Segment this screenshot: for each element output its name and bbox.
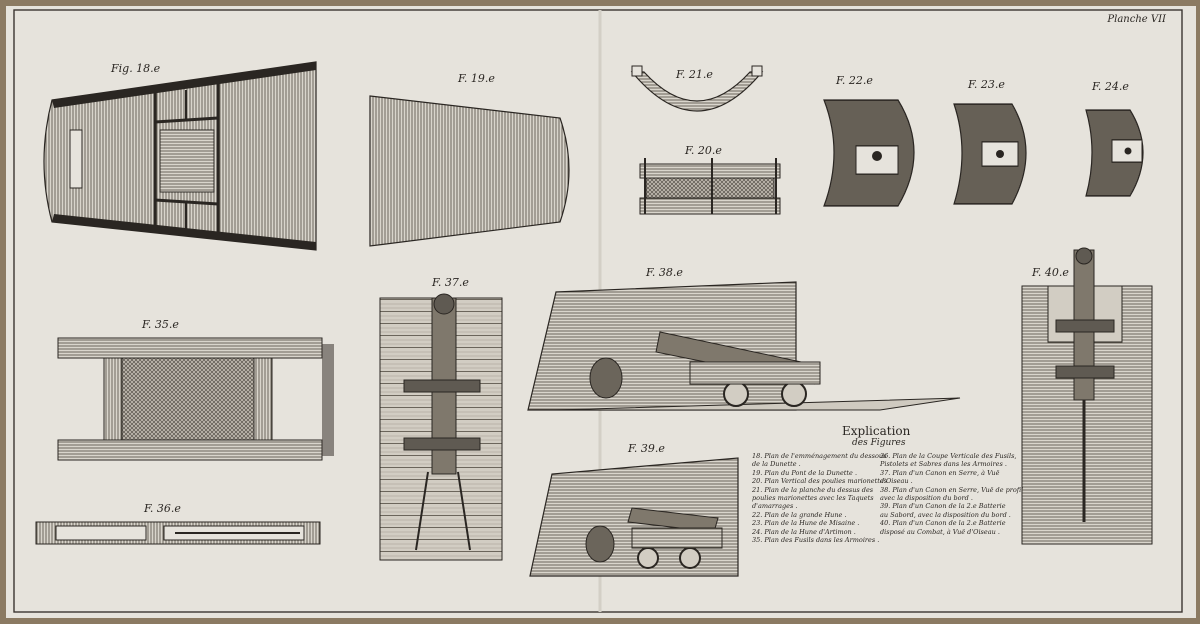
figure-label-19: F. 19.e (458, 72, 495, 85)
legend-entry: d'amarrages . (752, 502, 798, 511)
legend-entry: 36. Plan de la Coupe Verticale des Fusil… (880, 452, 1017, 460)
figure-39-cannon-at-port (529, 457, 739, 577)
figure-label-39: F. 39.e (628, 442, 665, 455)
legend-entry: 39. Plan d'un Canon de la 2.e Batterie (880, 502, 1006, 511)
figure-label-40: F. 40.e (1032, 266, 1069, 279)
legend-entry: 19. Plan du Pont de la Dunette . (752, 468, 858, 477)
figure-label-23: F. 23.e (968, 78, 1005, 91)
figure-40-cannon-combat (1021, 247, 1153, 545)
figure-21-top-plank (630, 65, 764, 112)
legend-entry: avec la disposition du bord . (880, 494, 973, 503)
figure-37-cannon-top-view (379, 293, 503, 561)
legend-entry: 24. Plan de la Hune d'Artimon . (752, 527, 856, 536)
legend-entry: 21. Plan de la planche du dessus des (752, 485, 874, 494)
legend-entry: au Sabord, avec la disposition du bord . (880, 510, 1011, 519)
figure-18-hull-plan (43, 61, 317, 251)
figure-label-20: F. 20.e (685, 144, 722, 157)
legend-entry: 35. Plan des Fusils dans les Armoires . (752, 536, 880, 545)
legend-entry: 23. Plan de la Hune de Misaine . (752, 519, 860, 528)
explication-title: Explication (842, 424, 911, 438)
plate-border (13, 9, 1183, 613)
figure-23-foremast-top (953, 103, 1027, 205)
legend-entry: 22. Plan de la grande Hune . (752, 510, 847, 519)
legend-entry: disposé au Combat, à Vuë d'Oiseau . (880, 527, 1000, 536)
figure-35-musket-rack (57, 337, 334, 461)
figure-38-cannon-profile (527, 281, 961, 411)
explication-subtitle: des Figures (852, 438, 906, 448)
figure-24-mizzen-top (1085, 109, 1144, 197)
legend-right-column: 36. Plan de la Coupe Verticale des Fusil… (880, 452, 1023, 536)
figure-label-21: F. 21.e (676, 68, 713, 81)
figure-label-35: F. 35.e (142, 318, 179, 331)
legend-left-column: 18. Plan de l'emménagement du dessous de… (752, 452, 887, 544)
legend-entry: 40. Plan d'un Canon de la 2.e Batterie (880, 519, 1006, 528)
figure-label-24: F. 24.e (1092, 80, 1129, 93)
legend-entry: poulies marionettes avec les Taquets (752, 494, 874, 503)
figure-19-deck (369, 95, 570, 247)
legend-entry: de la Dunette . (752, 460, 801, 469)
legend-entry: 18. Plan de l'emménagement du dessous (752, 452, 887, 460)
figure-label-22: F. 22.e (836, 74, 873, 87)
figure-label-36: F. 36.e (144, 502, 181, 515)
figure-label-37: F. 37.e (432, 276, 469, 289)
legend-entry: Pistolets et Sabres dans les Armoires . (880, 460, 1007, 469)
legend-entry: d'Oiseau . (880, 477, 913, 486)
figure-22-main-top (823, 99, 915, 207)
plate-number: Planche VII (1107, 14, 1166, 25)
legend-entry: 20. Plan Vertical des poulies marionette… (752, 477, 888, 486)
legend-entry: 37. Plan d'un Canon en Serre, à Vuë (880, 468, 1000, 477)
legend-entry: 38. Plan d'un Canon en Serre, Vuë de pro… (880, 485, 1024, 494)
figure-label-18: Fig. 18.e (111, 62, 161, 75)
figure-label-38: F. 38.e (646, 266, 683, 279)
figure-36-musket-section (35, 521, 321, 545)
figure-20-pulley-rack (639, 158, 781, 215)
